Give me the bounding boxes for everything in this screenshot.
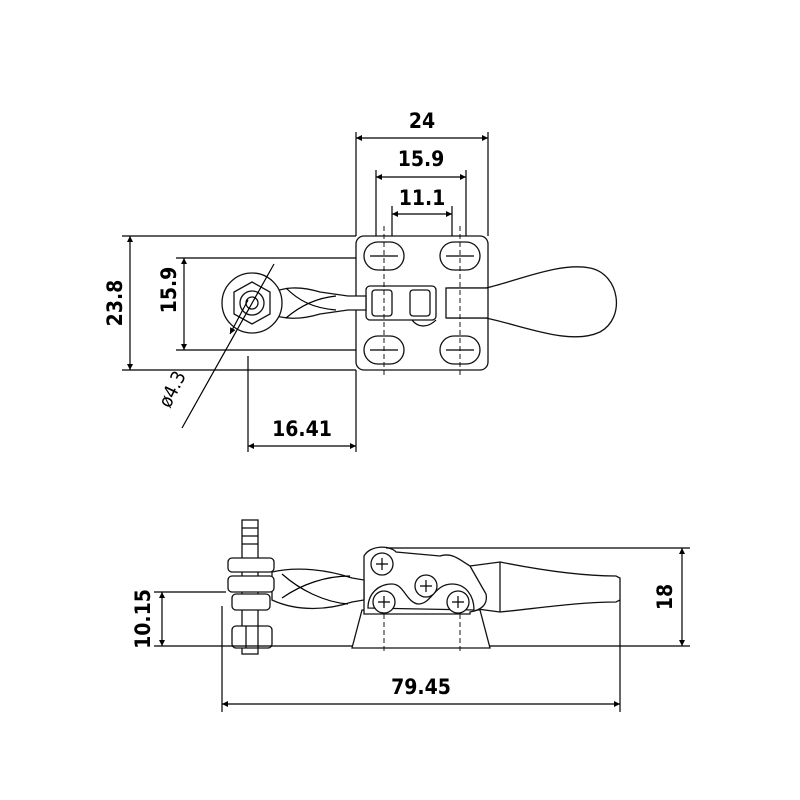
dim-18: 18 <box>653 584 677 610</box>
dim-23-8: 23.8 <box>103 280 127 327</box>
side-view: 10.15 18 79.45 <box>131 519 690 712</box>
dim-11-1: 11.1 <box>399 186 446 210</box>
spindle-tip <box>231 625 273 649</box>
dim-15-9-top: 15.9 <box>398 147 445 171</box>
lock-nut-middle <box>227 575 275 593</box>
side-handle <box>469 561 621 613</box>
dim-16-41: 16.41 <box>272 417 332 441</box>
dim-diameter: ø4.3 <box>154 368 190 411</box>
handle <box>447 266 618 338</box>
side-arm <box>271 568 365 610</box>
handle-collar <box>445 287 489 319</box>
lock-nut-top <box>227 557 275 573</box>
side-base <box>351 609 491 649</box>
clamp-arm <box>261 287 367 319</box>
top-view: 24 15.9 11.1 23.8 15.9 ø4.3 16.41 <box>103 109 618 452</box>
dim-79-45: 79.45 <box>391 675 451 699</box>
dim-10-15: 10.15 <box>131 589 155 649</box>
mounting-slots <box>363 241 481 365</box>
diameter-leader <box>181 263 275 429</box>
dim-24: 24 <box>409 109 435 133</box>
dim-15-9-left: 15.9 <box>157 267 181 314</box>
